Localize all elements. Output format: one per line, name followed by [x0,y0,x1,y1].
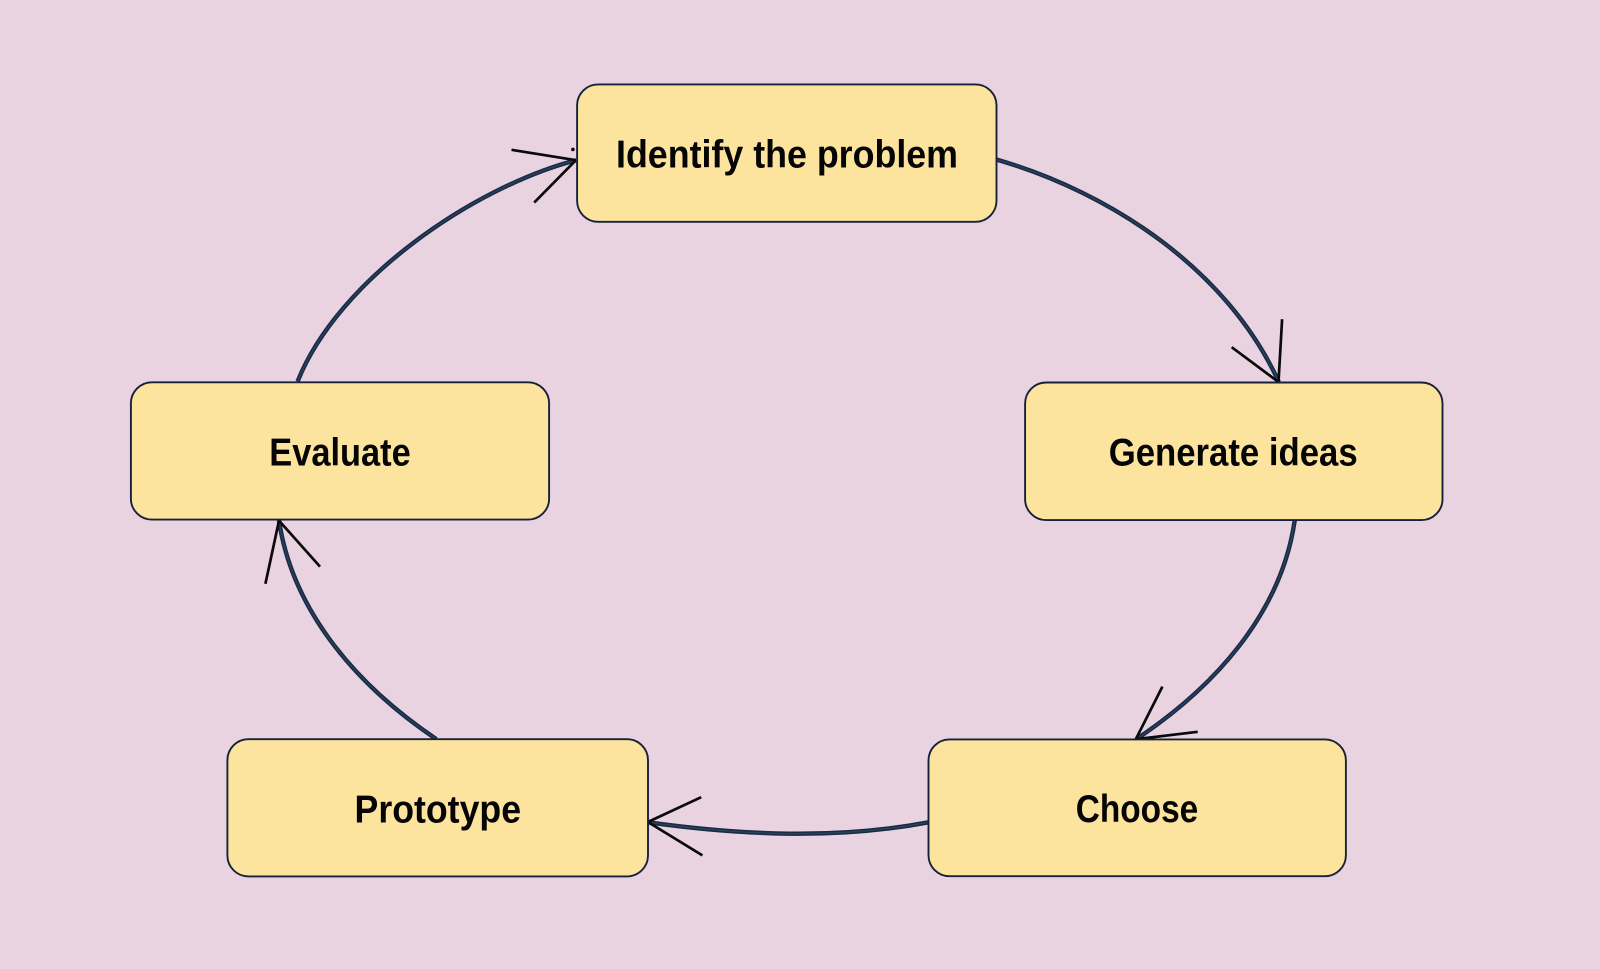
svg-text:Identify the problem: Identify the problem [616,133,958,176]
svg-text:Generate ideas: Generate ideas [1109,431,1358,474]
svg-text:Choose: Choose [1076,788,1199,831]
svg-text:Prototype: Prototype [355,788,522,831]
svg-text:Evaluate: Evaluate [269,431,411,474]
